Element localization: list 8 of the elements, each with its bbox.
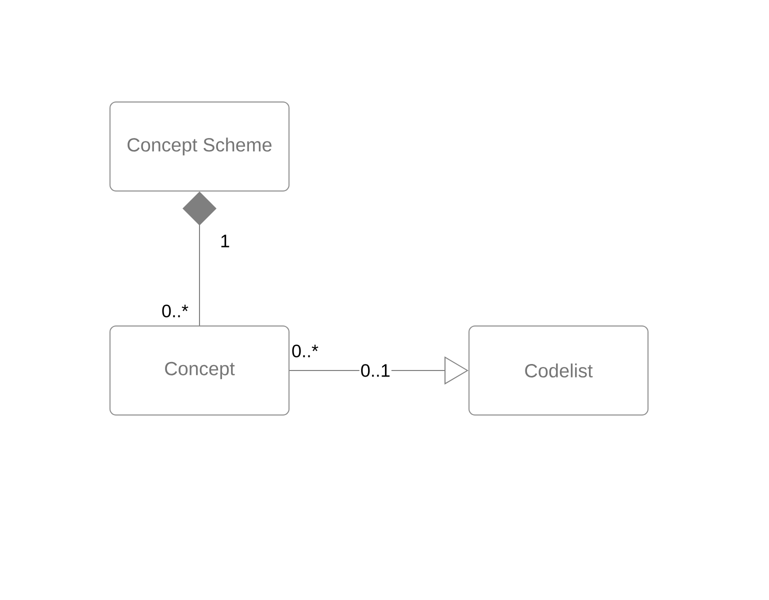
multiplicity-label: 0..* bbox=[292, 344, 318, 358]
class-box: Concept Scheme bbox=[110, 102, 290, 192]
multiplicity-label: 1 bbox=[221, 234, 230, 248]
multiplicity-label: 0..* bbox=[162, 304, 188, 318]
association-line bbox=[182, 192, 216, 326]
edge-label: 0..1 bbox=[359, 363, 392, 378]
class-box: Concept bbox=[110, 326, 290, 416]
class-box: Codelist bbox=[468, 326, 648, 416]
